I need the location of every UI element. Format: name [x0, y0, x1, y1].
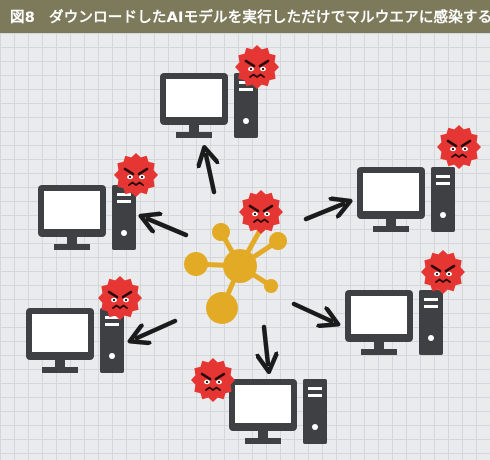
computer-lower-left-icon: [26, 308, 124, 373]
spread-arrows: [137, 155, 343, 364]
figure-header: 図8 ダウンロードしたAIモデルを実行しただけでマルウエアに感染する: [0, 0, 490, 33]
figure-label: 図8: [10, 10, 35, 26]
arrow-to-bottom: [264, 324, 268, 364]
ai-model-icon: [184, 208, 287, 324]
virus-face-icon: [189, 356, 237, 404]
virus-face-icon: [237, 188, 285, 236]
arrow-to-lower-right: [291, 301, 331, 321]
virus-face-icon: [419, 248, 467, 296]
arrow-to-upper-left: [148, 219, 189, 238]
virus-face-icon: [435, 123, 483, 171]
arrow-to-lower-left: [137, 318, 178, 338]
computer-bottom-icon: [229, 379, 327, 444]
figure-title: ダウンロードしたAIモデルを実行しただけでマルウエアに感染する: [49, 10, 490, 26]
arrow-to-top: [206, 155, 214, 195]
computer-lower-right-icon: [345, 290, 443, 355]
computer-top-icon: [160, 73, 258, 138]
computer-upper-right-icon: [357, 167, 455, 232]
computer-upper-left-icon: [38, 185, 136, 250]
arrow-to-upper-right: [303, 204, 343, 222]
